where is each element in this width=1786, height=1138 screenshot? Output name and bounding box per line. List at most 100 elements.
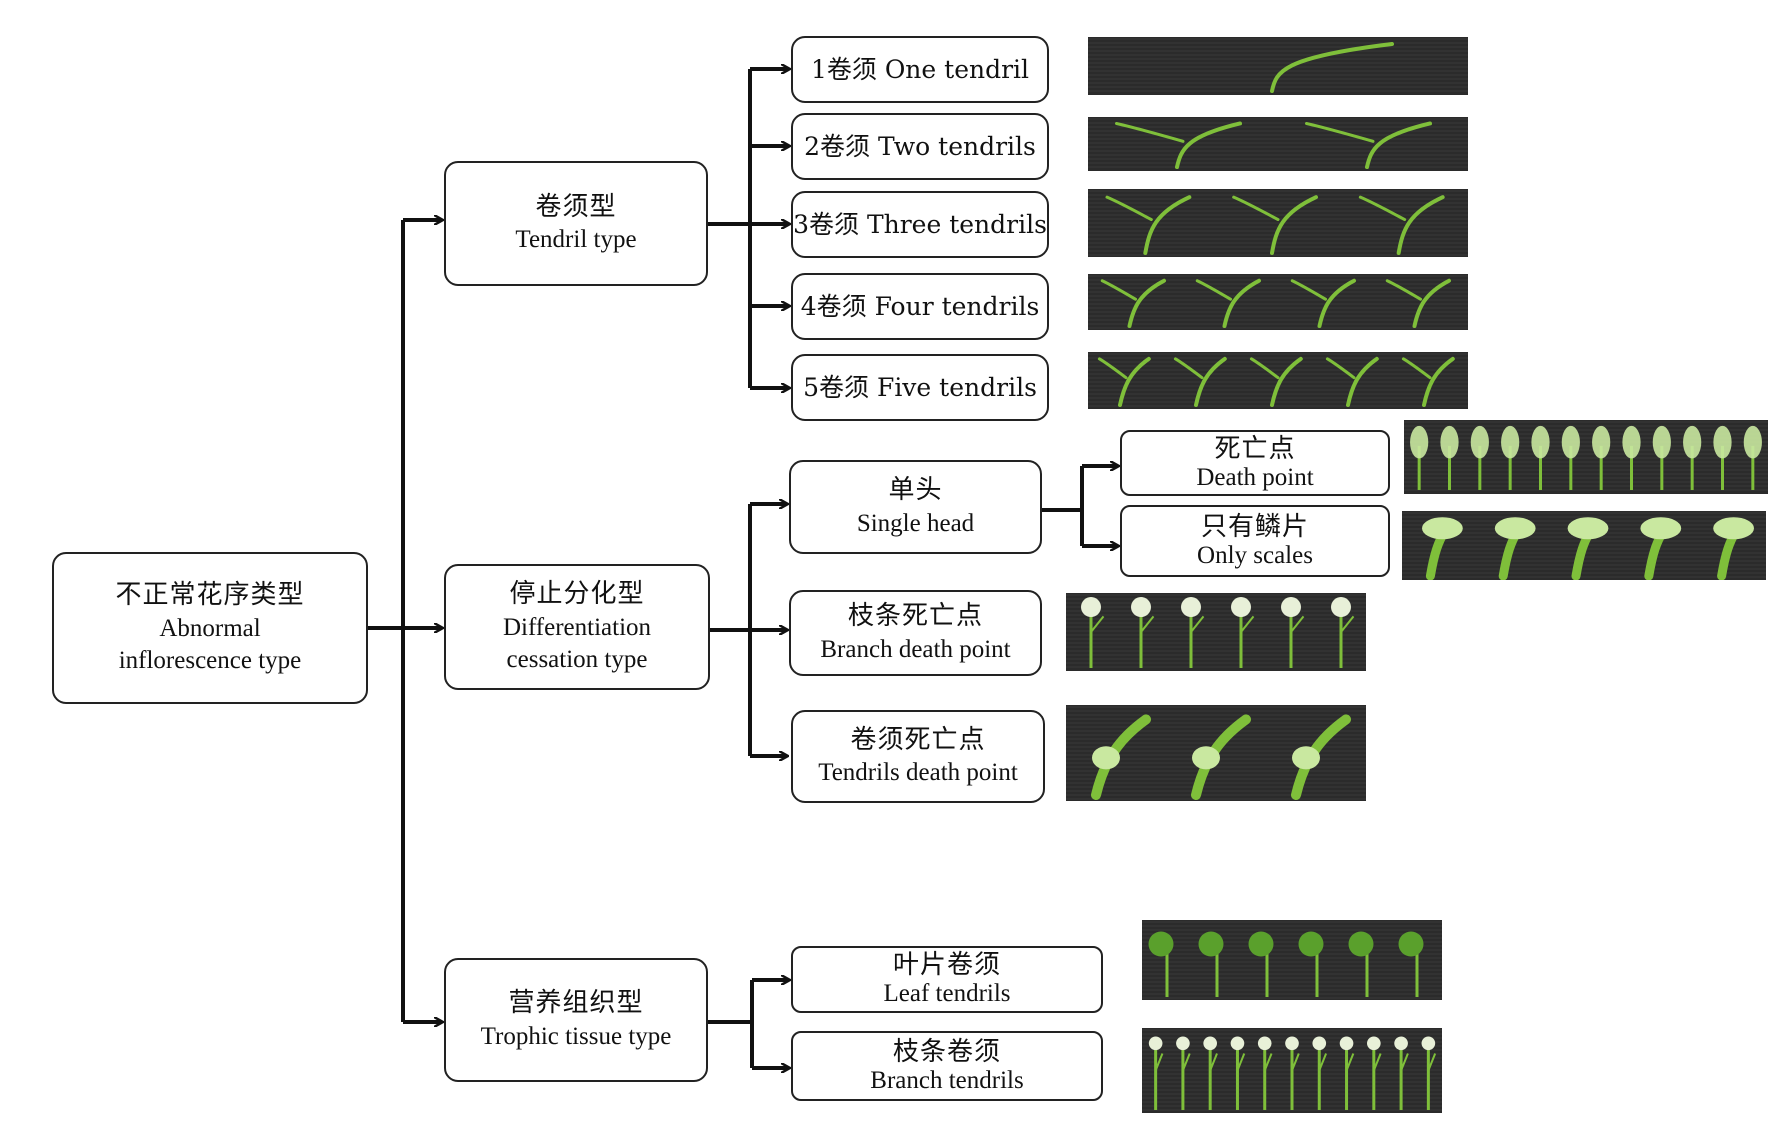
only-scales-zh: 只有鳞片 (1200, 511, 1309, 542)
single-head-en: Single head (856, 509, 975, 537)
photo-background (1142, 920, 1442, 1000)
differentiation-type-en-1: Differentiation (502, 613, 652, 641)
differentiation-type-node: 停止分化型 Differentiation cessation type (444, 564, 710, 690)
one-tendril-photo (1088, 37, 1468, 95)
specimen (1231, 597, 1255, 668)
five-tendrils-photo (1088, 352, 1468, 409)
root-label-en-2: inflorescence type (118, 646, 302, 674)
photo-background (1088, 37, 1468, 95)
photo-background (1088, 189, 1468, 257)
two-tendrils-label: 2卷须 Two tendrils (804, 131, 1036, 161)
specimen (1257, 1036, 1273, 1110)
specimen (1131, 597, 1155, 668)
specimen (1398, 931, 1424, 997)
tendril-type-en: Tendril type (515, 226, 637, 254)
only-scales-photo (1402, 511, 1766, 580)
specimen (1567, 517, 1609, 580)
four-tendrils-photo (1088, 274, 1468, 330)
root-node: 不正常花序类型 Abnormal inflorescence type (52, 552, 368, 704)
branch-tendrils-en: Branch tendrils (870, 1066, 1024, 1094)
specimen (1305, 121, 1432, 169)
specimen (1270, 41, 1394, 93)
branch-tendrils-photo (1142, 1028, 1442, 1113)
death-point-node: 死亡点 Death point (1120, 430, 1390, 496)
three-tendrils-label: 3卷须 Three tendrils (793, 209, 1047, 239)
specimen (1176, 1036, 1191, 1110)
specimen (1743, 425, 1762, 490)
branch-death-point-en: Branch death point (820, 635, 1011, 663)
specimen (1298, 931, 1324, 997)
specimen (1285, 1036, 1300, 1110)
branch-death-point-photo (1066, 593, 1366, 671)
death-point-zh: 死亡点 (1214, 433, 1296, 464)
tendrils-death-point-en: Tendrils death point (818, 759, 1018, 787)
specimen (1622, 425, 1641, 490)
specimen (1470, 425, 1489, 490)
leaf-tendrils-photo (1142, 920, 1442, 1000)
root-label-zh: 不正常花序类型 (115, 580, 305, 611)
single-head-zh: 单头 (888, 475, 943, 506)
five-tendrils-label: 5卷须 Five tendrils (803, 372, 1037, 402)
four-tendrils-label: 4卷须 Four tendrils (800, 291, 1040, 321)
death-point-en: Death point (1196, 463, 1314, 491)
specimen (1081, 597, 1105, 668)
photo-background (1088, 274, 1468, 330)
specimen (1401, 356, 1455, 407)
specimen (1421, 1036, 1437, 1110)
specimen (1232, 195, 1318, 255)
leaf-tendrils-en: Leaf tendrils (883, 980, 1011, 1008)
specimen (1348, 931, 1374, 997)
specimen (1249, 356, 1303, 407)
tendrils-death-point-zh: 卷须死亡点 (850, 724, 986, 755)
tendril-type-node: 卷须型 Tendril type (444, 161, 708, 286)
only-scales-en: Only scales (1197, 541, 1313, 569)
three-tendrils-node: 3卷须 Three tendrils (791, 191, 1049, 258)
specimen (1291, 714, 1351, 800)
photo-background (1088, 117, 1468, 171)
five-tendrils-node: 5卷须 Five tendrils (791, 354, 1049, 421)
photo-background (1088, 352, 1468, 409)
trophic-type-node: 营养组织型 Trophic tissue type (444, 958, 708, 1082)
specimen (1367, 1036, 1382, 1110)
specimen (1191, 714, 1251, 800)
specimen (1410, 425, 1429, 490)
only-scales-node: 只有鳞片 Only scales (1120, 505, 1390, 577)
specimen (1281, 597, 1305, 668)
specimen (1561, 425, 1580, 490)
branch-tendrils-node: 枝条卷须 Branch tendrils (791, 1031, 1103, 1101)
tendrils-death-point-photo (1066, 705, 1366, 801)
specimen (1339, 1036, 1355, 1110)
specimen (1181, 597, 1205, 668)
tendrils-death-point-node: 卷须死亡点 Tendrils death point (791, 710, 1045, 803)
specimen (1331, 597, 1355, 668)
specimen (1422, 517, 1463, 580)
specimen (1105, 195, 1192, 255)
specimen (1195, 278, 1261, 328)
specimen (1148, 1036, 1164, 1110)
one-tendril-label: 1卷须 One tendril (810, 54, 1030, 84)
specimen (1640, 517, 1682, 580)
specimen (1230, 1036, 1246, 1110)
specimen (1652, 425, 1671, 490)
differentiation-type-zh: 停止分化型 (509, 579, 645, 610)
two-tendrils-photo (1088, 117, 1468, 171)
specimen (1100, 278, 1166, 328)
branch-death-point-node: 枝条死亡点 Branch death point (789, 590, 1042, 676)
specimen (1115, 121, 1242, 169)
specimen (1501, 425, 1520, 490)
specimen (1494, 517, 1536, 580)
specimen (1148, 931, 1174, 997)
specimen (1531, 425, 1550, 490)
specimen (1248, 931, 1274, 997)
specimen (1091, 714, 1151, 800)
specimen (1713, 517, 1754, 580)
specimen (1198, 931, 1224, 997)
specimen (1592, 425, 1611, 490)
specimen (1290, 278, 1356, 328)
one-tendril-node: 1卷须 One tendril (791, 36, 1049, 103)
specimen (1683, 425, 1702, 490)
specimen (1394, 1036, 1409, 1110)
specimen (1385, 278, 1451, 328)
trophic-type-zh: 营养组织型 (508, 988, 644, 1019)
